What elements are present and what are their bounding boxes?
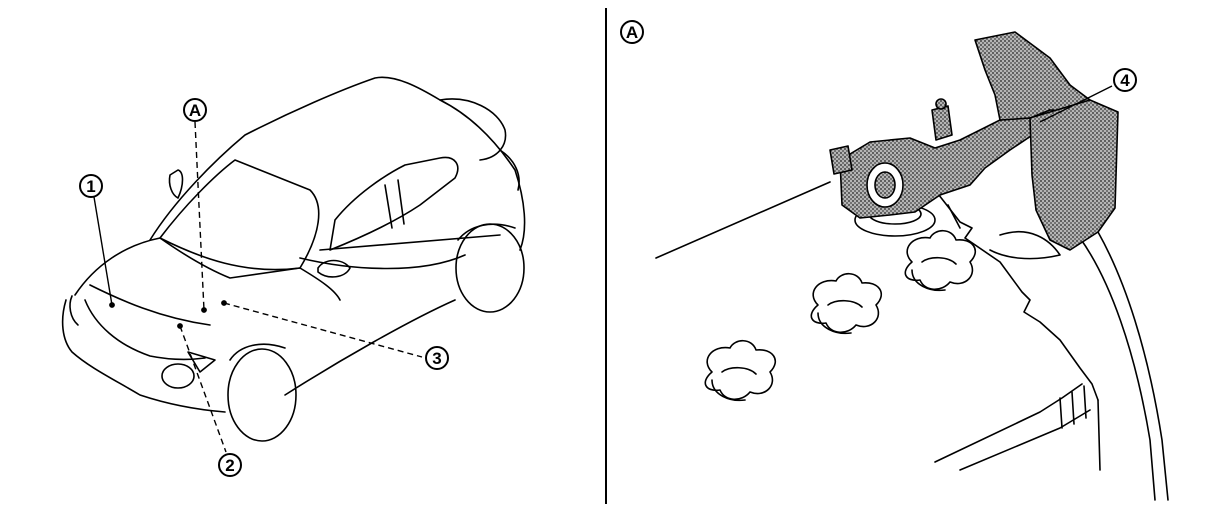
callout-4-label: 4 — [1120, 71, 1130, 90]
vehicle-drawing — [61, 76, 526, 442]
callout-3-label: 3 — [432, 349, 441, 368]
callout-1-label: 1 — [86, 177, 95, 196]
callout-a-left-label: A — [189, 101, 201, 120]
left-callouts — [93, 121, 423, 453]
right-callouts — [1039, 85, 1113, 123]
callout-4: 4 — [1113, 68, 1137, 92]
battery-current-sensor — [829, 31, 1119, 251]
battery-drawing — [655, 181, 1169, 501]
callout-a-right-label: A — [626, 23, 638, 42]
callout-a-left: A — [183, 98, 207, 122]
callout-3: 3 — [425, 346, 449, 370]
callout-1: 1 — [79, 174, 103, 198]
callout-2: 2 — [218, 453, 242, 477]
callout-a-right: A — [620, 20, 644, 44]
callout-2-label: 2 — [225, 456, 234, 475]
